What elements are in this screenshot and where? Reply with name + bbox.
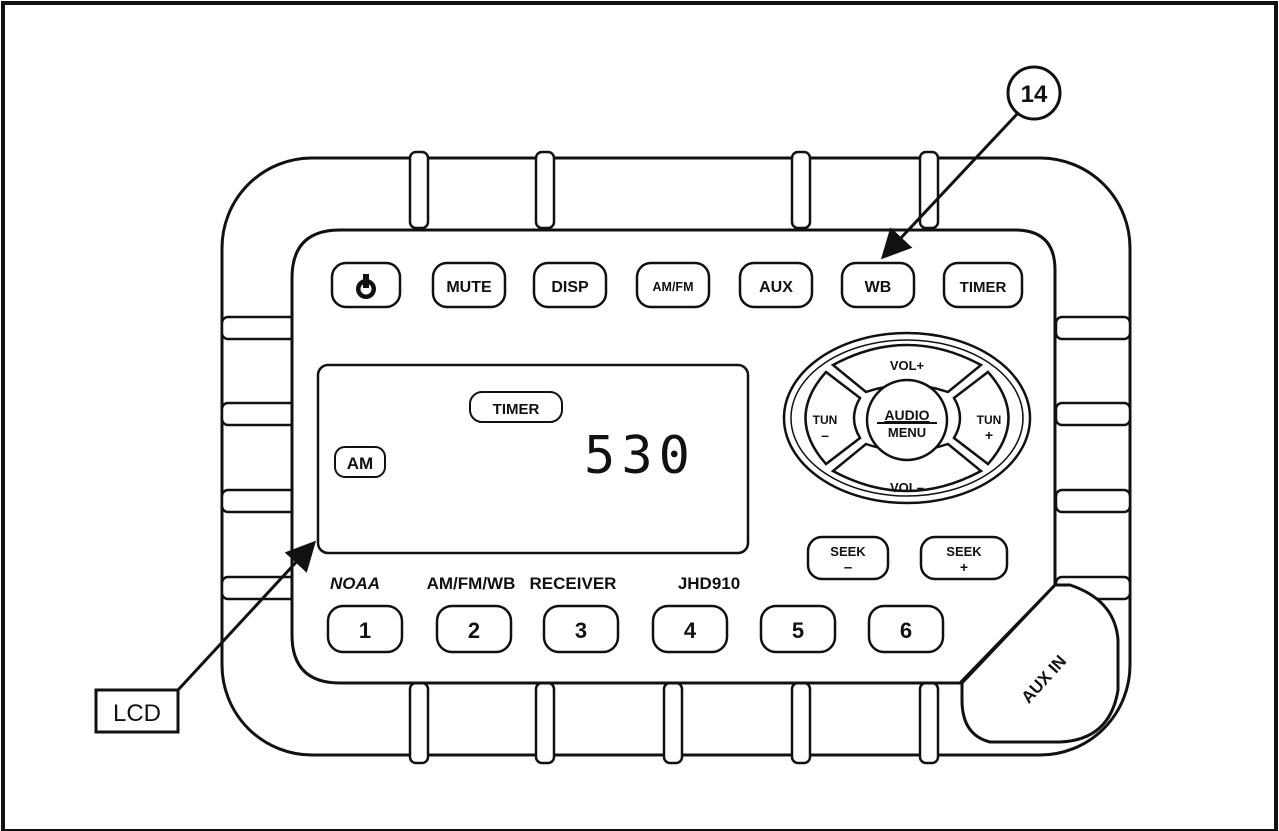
aux-in-panel — [960, 583, 1120, 744]
svg-text:TUN: TUN — [813, 413, 838, 427]
svg-text:+: + — [960, 559, 968, 575]
svg-text:VOL+: VOL+ — [890, 358, 925, 373]
amfmwb-text: AM/FM/WB — [427, 574, 516, 593]
tun-minus-button[interactable]: TUN – — [804, 370, 862, 466]
timer-button[interactable]: TIMER — [942, 261, 1024, 309]
svg-text:TIMER: TIMER — [493, 401, 540, 418]
svg-text:SEEK: SEEK — [946, 544, 982, 559]
seek-plus-button[interactable]: SEEK + — [919, 535, 1009, 581]
svg-text:AM: AM — [347, 454, 373, 473]
svg-text:MUTE: MUTE — [446, 279, 492, 296]
svg-text:WB: WB — [865, 279, 892, 296]
preset-label: 1 — [359, 618, 371, 643]
preset-label: 6 — [900, 618, 912, 643]
callout-14: 14 — [880, 65, 1062, 260]
lcd-band-indicator: AM — [334, 446, 386, 478]
lcd-screen: TIMER AM 530 — [316, 363, 750, 555]
model-text: JHD910 — [678, 574, 740, 593]
svg-text:DISP: DISP — [551, 279, 589, 296]
svg-text:AUDIO: AUDIO — [884, 407, 929, 423]
preset-button-2[interactable]: 2 — [435, 604, 513, 654]
svg-text:+: + — [985, 427, 993, 443]
mute-button[interactable]: MUTE — [431, 261, 507, 309]
preset-label: 3 — [575, 618, 587, 643]
preset-label: 4 — [684, 618, 697, 643]
power-button[interactable] — [330, 261, 402, 309]
noaa-text: NOAA — [330, 574, 380, 593]
preset-row: 1 2 3 4 5 6 — [326, 604, 945, 654]
preset-button-6[interactable]: 6 — [867, 604, 945, 654]
svg-text:VOL–: VOL– — [890, 480, 924, 495]
lcd-frequency: 530 — [584, 426, 696, 486]
disp-button[interactable]: DISP — [532, 261, 608, 309]
svg-text:TIMER: TIMER — [960, 279, 1007, 296]
seek-minus-button[interactable]: SEEK – — [806, 535, 890, 581]
svg-text:14: 14 — [1021, 81, 1048, 108]
aux-button[interactable]: AUX — [738, 261, 814, 309]
preset-button-3[interactable]: 3 — [542, 604, 620, 654]
svg-text:TUN: TUN — [977, 413, 1002, 427]
tun-plus-button[interactable]: TUN + — [952, 370, 1010, 466]
svg-text:MENU: MENU — [888, 425, 926, 440]
receiver-text: RECEIVER — [530, 574, 617, 593]
svg-text:SEEK: SEEK — [830, 544, 866, 559]
wb-button[interactable]: WB — [840, 261, 916, 309]
callout-lcd: LCD — [94, 540, 317, 734]
preset-button-4[interactable]: 4 — [651, 604, 729, 654]
power-icon — [356, 274, 376, 299]
audio-menu-button[interactable]: AUDIO MENU — [865, 378, 949, 462]
lcd-timer-indicator: TIMER — [469, 391, 563, 423]
preset-button-5[interactable]: 5 — [759, 604, 837, 654]
svg-text:LCD: LCD — [113, 700, 161, 727]
svg-text:–: – — [844, 559, 852, 576]
svg-text:AUX: AUX — [759, 279, 793, 296]
svg-text:AM/FM: AM/FM — [653, 280, 694, 294]
preset-label: 5 — [792, 618, 804, 643]
amfm-button[interactable]: AM/FM — [635, 261, 711, 309]
preset-label: 2 — [468, 618, 480, 643]
bezel-tabs — [220, 150, 1132, 765]
svg-text:–: – — [821, 427, 829, 443]
preset-button-1[interactable]: 1 — [326, 604, 404, 654]
